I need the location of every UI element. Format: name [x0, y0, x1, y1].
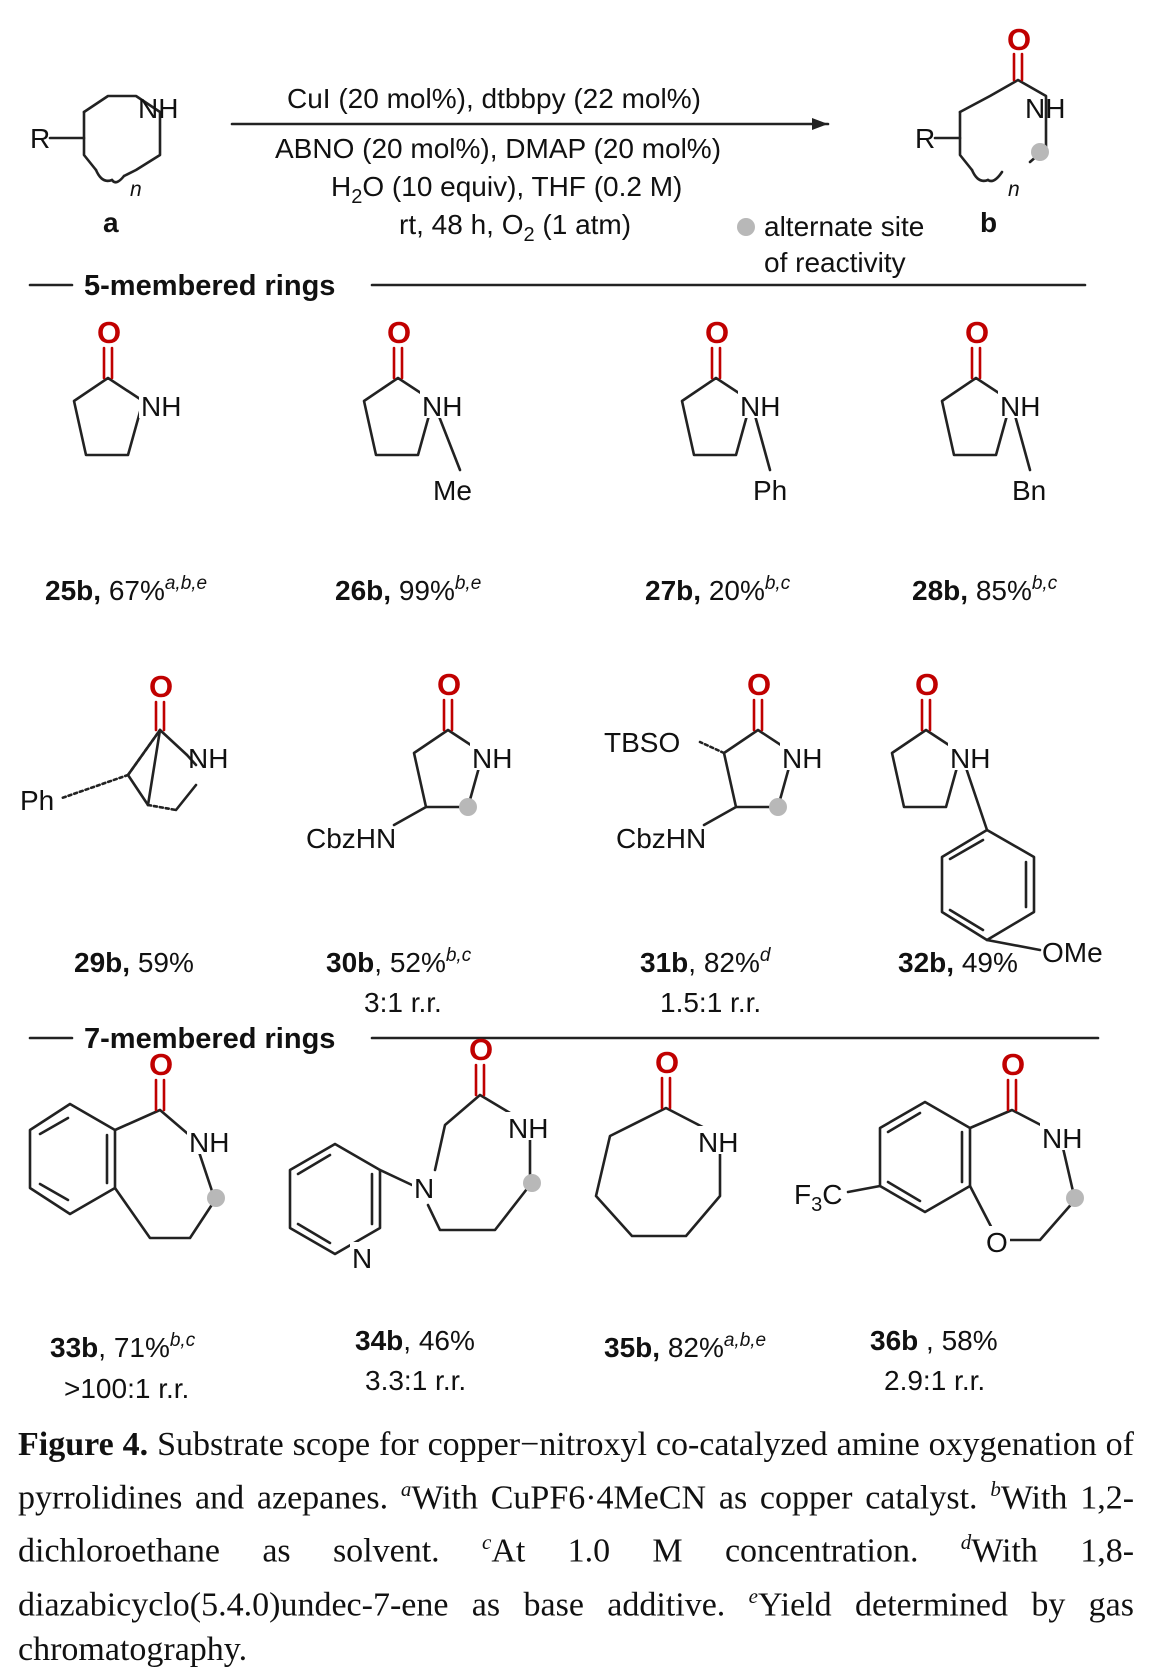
- product-id: b: [980, 207, 997, 238]
- compound-28b: O NH Bn: [940, 315, 1048, 506]
- label-36b: 36b , 58%: [870, 1325, 998, 1356]
- condition-line-2: ABNO (20 mol%), DMAP (20 mol%): [275, 133, 721, 164]
- svg-text:NH: NH: [950, 743, 990, 774]
- svg-text:O: O: [387, 315, 411, 350]
- svg-text:O: O: [705, 315, 729, 350]
- rr-33b: >100:1 r.r.: [64, 1373, 189, 1404]
- compound-30b: O NH CbzHN: [306, 667, 520, 854]
- note-c: At 1.0 M concentration.: [491, 1532, 919, 1570]
- svg-text:N: N: [414, 1173, 434, 1204]
- condition-line-4: rt, 48 h, O2 (1 atm): [399, 209, 631, 246]
- label-30b: 30b, 52%b,c: [326, 945, 472, 978]
- svg-text:O: O: [469, 1032, 493, 1067]
- svg-text:CbzHN: CbzHN: [306, 823, 396, 854]
- compound-27b: O NH Ph: [680, 315, 788, 506]
- note-a: With CuPF6·4MeCN as copper catalyst.: [411, 1479, 978, 1517]
- svg-text:NH: NH: [508, 1113, 548, 1144]
- reaction-conditions: CuI (20 mol%), dtbbpy (22 mol%) ABNO (20…: [230, 83, 830, 246]
- svg-text:N: N: [352, 1243, 372, 1274]
- svg-text:NH: NH: [141, 391, 181, 422]
- legend-dot: [737, 218, 755, 236]
- compound-31b: O NH CbzHN TBSO: [604, 667, 830, 854]
- compound-33b: O NH: [28, 1047, 237, 1240]
- svg-text:O: O: [437, 667, 461, 702]
- svg-text:TBSO: TBSO: [604, 727, 680, 758]
- svg-text:O: O: [986, 1227, 1008, 1258]
- svg-text:Ph: Ph: [20, 785, 54, 816]
- svg-text:O: O: [1001, 1047, 1025, 1082]
- reaction-scheme: R NH n a CuI (20 mol%), dtbbpy (22 mol%)…: [20, 22, 1103, 1404]
- svg-text:NH: NH: [1042, 1123, 1082, 1154]
- svg-text:O: O: [149, 1047, 173, 1082]
- compound-36b: O NH O F3C: [794, 1047, 1090, 1258]
- svg-text:NH: NH: [188, 743, 228, 774]
- condition-line-3: H2O (10 equiv), THF (0.2 M): [331, 171, 682, 208]
- section-title-5: 5-membered rings: [84, 270, 335, 302]
- legend-line-2: of reactivity: [764, 247, 906, 278]
- svg-text:NH: NH: [740, 391, 780, 422]
- svg-text:NH: NH: [422, 391, 462, 422]
- compound-32b: O NH OMe: [890, 667, 1103, 968]
- note-d: With 1,8-diazabicyclo(5.4.0)undec-7-ene …: [18, 1532, 1135, 1623]
- reactant-id: a: [103, 207, 119, 238]
- label-27b: 27b, 20%b,c: [645, 573, 791, 606]
- label-35b: 35b, 82%a,b,e: [604, 1330, 766, 1363]
- section-title-7: 7-membered rings: [84, 1023, 335, 1055]
- svg-text:O: O: [965, 315, 989, 350]
- compound-29b: O NH Ph: [20, 669, 228, 816]
- label-28b: 28b, 85%b,c: [912, 573, 1058, 606]
- r-label: R: [915, 123, 935, 154]
- figure-label: Figure 4.: [18, 1426, 149, 1463]
- n-subscript: n: [1008, 178, 1020, 201]
- svg-text:NH: NH: [189, 1127, 229, 1158]
- compound-26b: O NH Me: [362, 315, 472, 506]
- nh-label: NH: [138, 93, 178, 124]
- svg-text:O: O: [915, 667, 939, 702]
- carbonyl-o: O: [1007, 22, 1031, 57]
- svg-text:NH: NH: [472, 743, 512, 774]
- svg-text:O: O: [97, 315, 121, 350]
- svg-text:CbzHN: CbzHN: [616, 823, 706, 854]
- compound-35b: O NH: [594, 1045, 746, 1238]
- svg-text:O: O: [747, 667, 771, 702]
- svg-text:O: O: [149, 669, 173, 704]
- svg-text:NH: NH: [698, 1127, 738, 1158]
- r-label: R: [30, 123, 50, 154]
- rr-34b: 3.3:1 r.r.: [365, 1365, 466, 1396]
- condition-line-1: CuI (20 mol%), dtbbpy (22 mol%): [287, 83, 701, 114]
- label-31b: 31b, 82%d: [640, 945, 772, 978]
- cf3-label: F3C: [794, 1179, 842, 1216]
- svg-text:Bn: Bn: [1012, 475, 1046, 506]
- svg-text:O: O: [655, 1045, 679, 1080]
- alt-site-legend: alternate site of reactivity: [737, 211, 924, 278]
- compound-25b: O NH: [72, 315, 189, 457]
- label-32b: 32b, 49%: [898, 947, 1018, 978]
- label-26b: 26b, 99%b,e: [335, 573, 481, 606]
- svg-text:NH: NH: [1000, 391, 1040, 422]
- alt-site-dot: [1031, 143, 1049, 161]
- nh-label: NH: [1025, 93, 1065, 124]
- figure-caption: Figure 4. Substrate scope for copper−nit…: [18, 1426, 1135, 1668]
- n-subscript: n: [130, 178, 142, 201]
- reaction-arrow-head: [812, 118, 828, 130]
- rr-30b: 3:1 r.r.: [364, 987, 442, 1018]
- rr-36b: 2.9:1 r.r.: [884, 1365, 985, 1396]
- legend-line-1: alternate site: [764, 211, 924, 242]
- svg-text:OMe: OMe: [1042, 937, 1103, 968]
- svg-text:Ph: Ph: [753, 475, 787, 506]
- label-34b: 34b, 46%: [355, 1325, 475, 1356]
- label-25b: 25b, 67%a,b,e: [45, 573, 207, 606]
- product-b: R O NH n b: [915, 22, 1065, 238]
- svg-text:NH: NH: [782, 743, 822, 774]
- compound-34b: O NH N N: [288, 1032, 555, 1274]
- label-29b: 29b, 59%: [74, 947, 194, 978]
- caption-text: Substrate scope for copper−nitroxyl co-c…: [18, 1426, 1134, 1517]
- rr-31b: 1.5:1 r.r.: [660, 987, 761, 1018]
- note-b: With 1,2-dichloroethane as solvent.: [18, 1479, 1135, 1570]
- section-header-5: 5-membered rings: [28, 270, 1087, 302]
- svg-text:Me: Me: [433, 475, 472, 506]
- section-header-7: 7-membered rings: [28, 1023, 1100, 1055]
- label-33b: 33b, 71%b,c: [50, 1330, 196, 1363]
- reactant-a: R NH n a: [30, 93, 178, 238]
